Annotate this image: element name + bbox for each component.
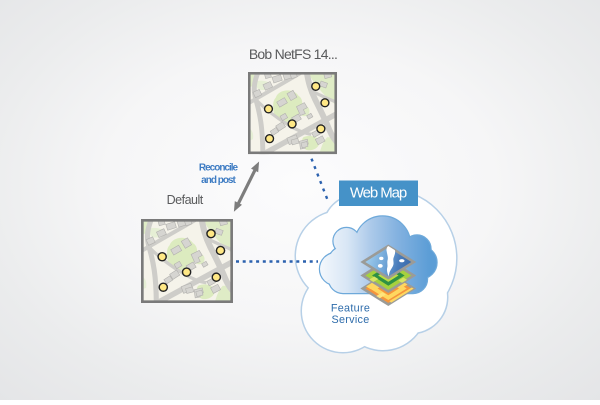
svg-text:Default: Default [167,193,204,207]
svg-text:Service: Service [331,314,369,326]
svg-text:and post: and post [201,175,236,186]
svg-text:Bob NetFS 14...: Bob NetFS 14... [249,46,337,62]
svg-text:Feature: Feature [331,303,370,315]
svg-text:Reconcile: Reconcile [199,163,239,174]
svg-text:Web Map: Web Map [350,185,407,202]
